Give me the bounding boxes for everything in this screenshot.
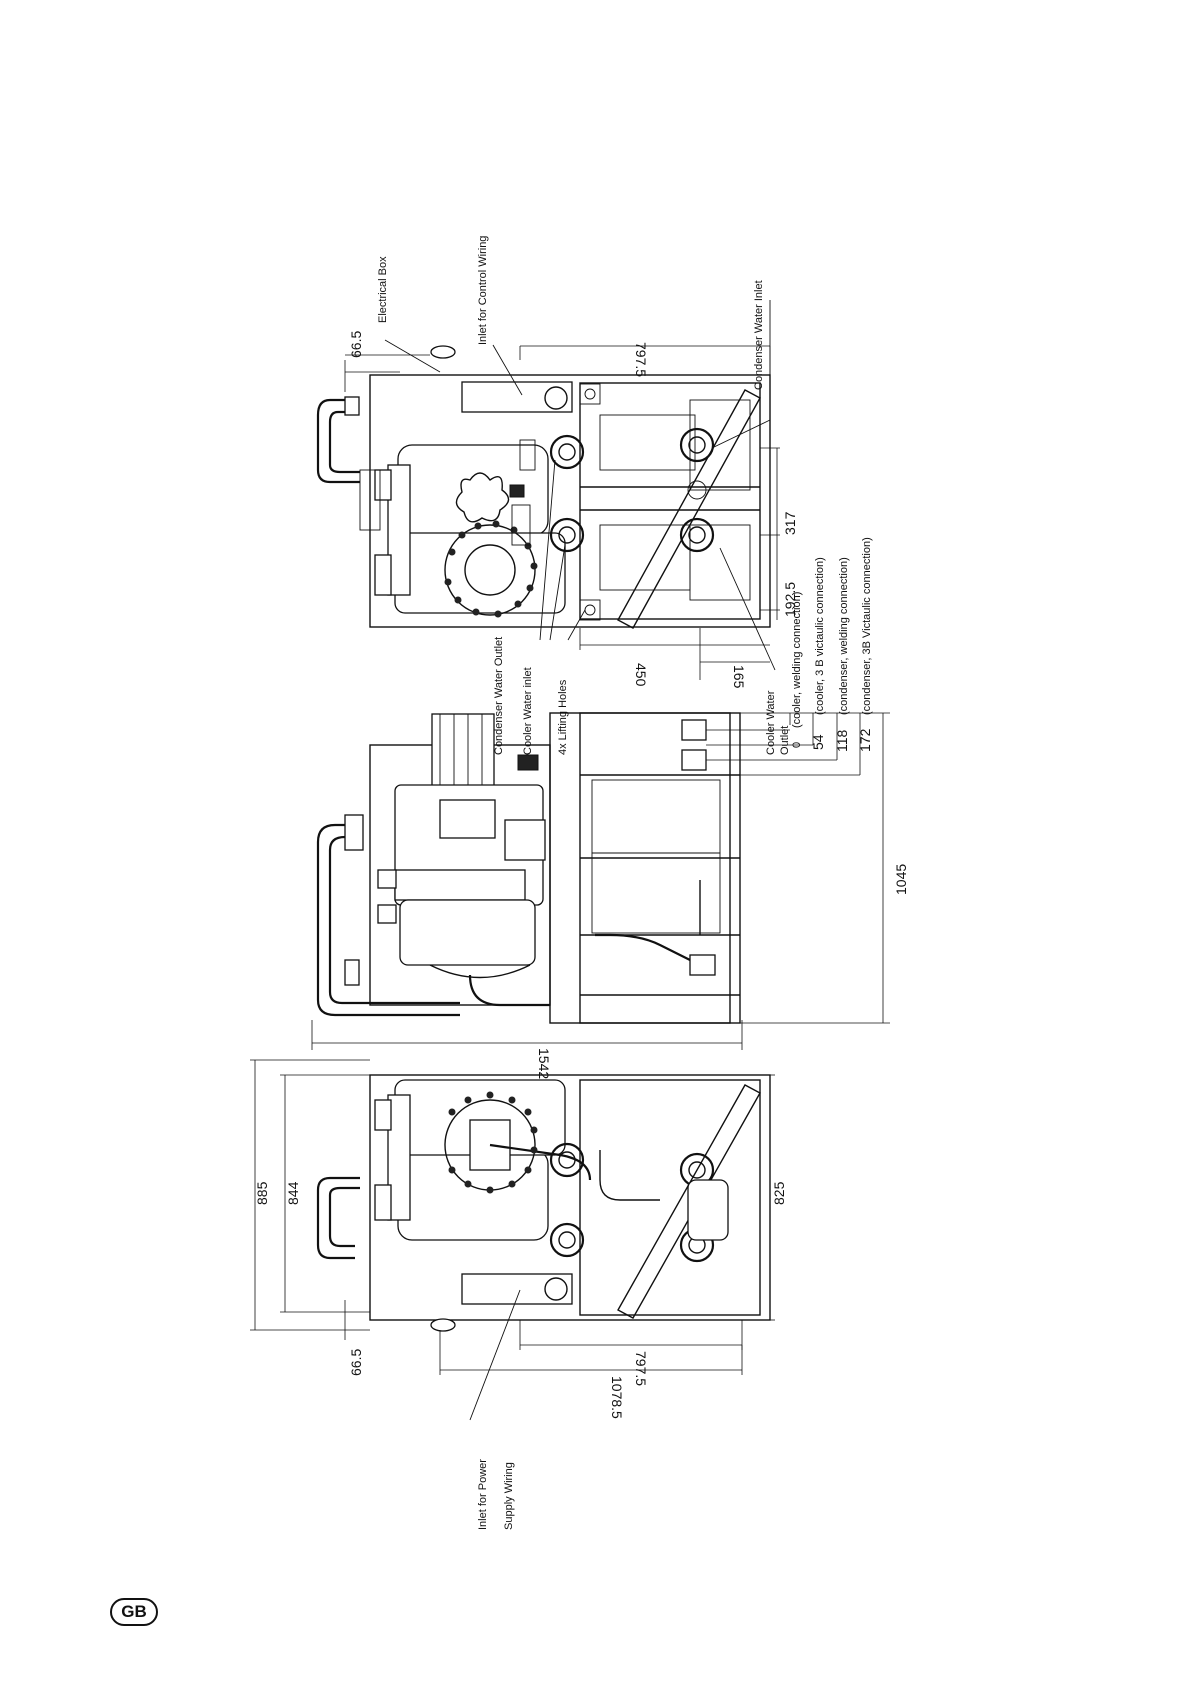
dim-bottom-width: 797.5 [633, 1351, 649, 1386]
dim-side-height: 1045 [893, 864, 909, 895]
front-view [316, 1074, 771, 1332]
language-badge: GB [110, 1598, 158, 1626]
dim-bottom-offset: 66.5 [348, 1349, 364, 1376]
conn-desc-1: (cooler, 3 B victaulic connection) [814, 557, 826, 715]
conn-value-3: 172 [857, 728, 873, 752]
top-view [316, 345, 771, 629]
label-inlet-control-wiring: Inlet for Control Wiring [477, 236, 489, 345]
conn-value-0: 0 [791, 742, 803, 748]
front-water-connections [549, 1142, 715, 1263]
top-water-connections [549, 427, 715, 553]
label-condenser-water-outlet: Condenser Water Outlet [493, 637, 505, 755]
dim-overall-length: 1542 [536, 1048, 552, 1079]
label-condenser-water-inlet: Condenser Water Inlet [753, 280, 765, 390]
dim-top-width: 797.5 [633, 342, 649, 377]
label-electrical-box: Electrical Box [377, 256, 389, 323]
dim-165: 165 [731, 665, 747, 689]
side-view-dimensions [311, 712, 890, 1050]
side-view [316, 712, 741, 1024]
dim-885: 885 [254, 1181, 270, 1205]
label-cooler-water-inlet: Cooler Water inlet [522, 667, 534, 755]
conn-value-1: 54 [810, 734, 826, 750]
conn-desc-0: (cooler, welding connection) [791, 592, 803, 728]
connection-table: 0 (cooler, welding connection) 54 (coole… [791, 537, 873, 752]
label-inlet-power-2: Supply Wiring [503, 1462, 515, 1530]
conn-value-2: 118 [834, 729, 850, 752]
rotated-labels: Electrical Box Inlet for Control Wiring … [377, 236, 791, 1530]
dim-top-offset: 66.5 [348, 331, 364, 358]
dim-bottom-overall: 1078.5 [609, 1376, 625, 1419]
label-cooler-water-outlet-2: Outlet [779, 726, 791, 755]
dim-192: 192.5 [782, 582, 798, 617]
label-lifting-holes: 4x Lifting Holes [557, 679, 569, 755]
dim-450: 450 [633, 663, 649, 687]
dim-844: 844 [285, 1181, 301, 1205]
dim-825: 825 [771, 1181, 787, 1205]
conn-desc-3: (condenser, 3B Victaulic connection) [861, 537, 873, 715]
conn-desc-2: (condenser, welding connection) [838, 557, 850, 715]
dimension-values: 66.5 797.5 317 192.5 450 165 1542 1045 8… [254, 331, 909, 1419]
top-view-dimensions [344, 300, 780, 680]
dim-317: 317 [782, 511, 798, 535]
label-inlet-power-1: Inlet for Power [477, 1459, 489, 1530]
front-view-dimensions [250, 1059, 775, 1421]
label-cooler-water-outlet-1: Cooler Water [765, 690, 777, 755]
